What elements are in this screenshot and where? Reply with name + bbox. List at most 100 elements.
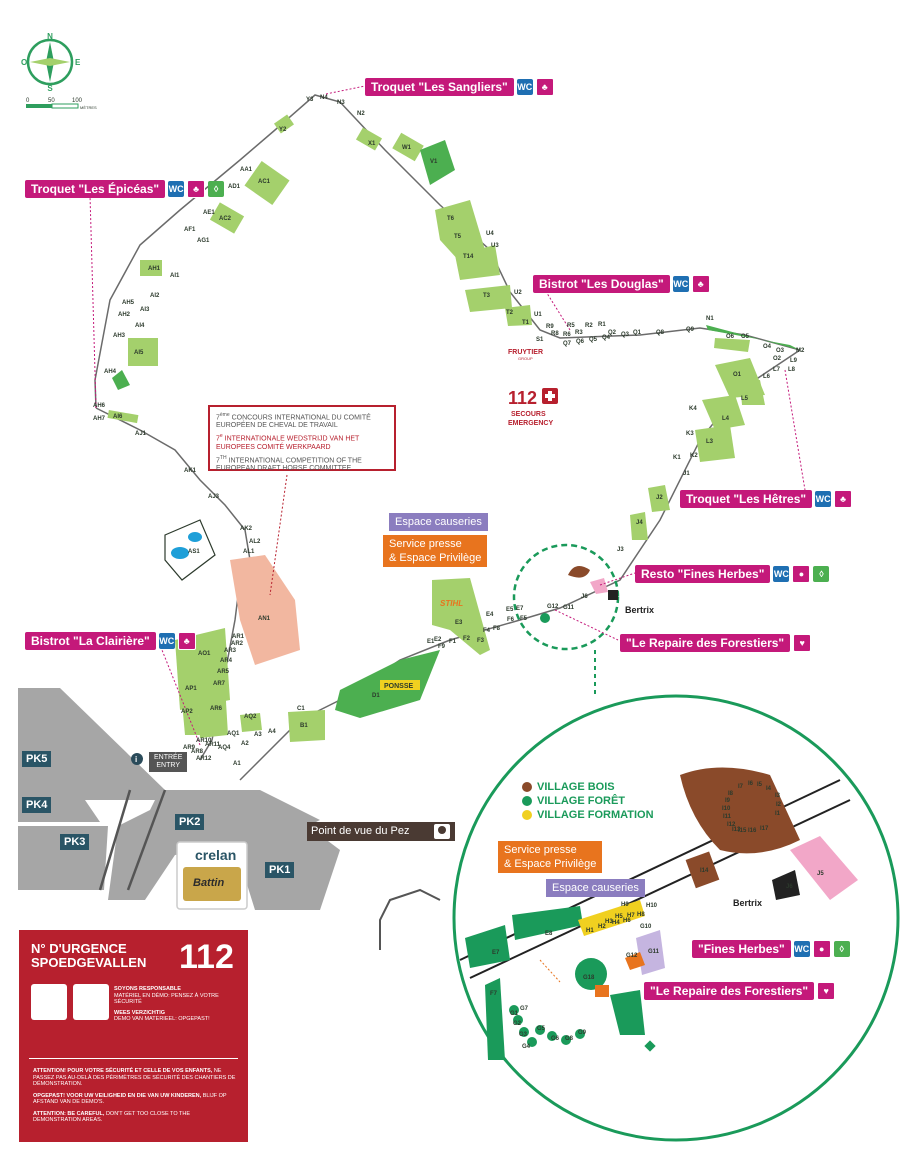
- plot-label: F9: [438, 644, 446, 650]
- info-icon: [131, 753, 143, 765]
- venue-epiceas[interactable]: Troquet "Les Épicéas"WC♣◊: [25, 180, 225, 199]
- plot-label: A3: [254, 732, 262, 738]
- leaf-icon: ◊: [813, 566, 830, 582]
- inset-legend: VILLAGE BOIS VILLAGE FORÊT VILLAGE FORMA…: [537, 780, 654, 822]
- espace-causeries-label[interactable]: Espace causeries: [389, 513, 488, 531]
- venue-clairiere-label: Bistrot "La Clairière": [25, 632, 156, 651]
- leaf-icon: ◊: [208, 181, 225, 197]
- secours-line2: EMERGENCY: [508, 420, 553, 427]
- venue-douglas-label: Bistrot "Les Douglas": [533, 275, 670, 294]
- inset-plot-label: H6: [623, 918, 631, 924]
- inset-plot-label: H8: [637, 912, 645, 918]
- village-cluster: [512, 543, 620, 651]
- plot-label: O6: [726, 334, 735, 340]
- viewpoint-pin: [307, 822, 455, 841]
- inset-plot-label: I8: [728, 791, 734, 797]
- inset-plot-label: G18: [583, 975, 595, 981]
- wc-icon: WC: [773, 566, 790, 582]
- emergency-fr-text: MATÉRIEL EN DÉMO: PENSEZ À VOTRE SÉCURIT…: [114, 992, 219, 1006]
- plot-label: K1: [673, 455, 681, 461]
- venue-sangliers-label: Troquet "Les Sangliers": [365, 78, 514, 97]
- entry-line2: ENTRY: [156, 762, 180, 769]
- plot-label: AO1: [198, 651, 211, 657]
- point-de-vue-label: Point de vue du Pez: [311, 825, 410, 837]
- plot-label: U2: [514, 290, 522, 296]
- plot-label: AR10: [196, 738, 212, 744]
- pond: [164, 519, 216, 581]
- warning1-bold: ATTENTION! POUR VOTRE SÉCURITÉ ET CELLE …: [33, 1068, 213, 1074]
- inset-service-presse[interactable]: Service presse & Espace Privilège: [498, 841, 603, 873]
- plot-label: J4: [636, 520, 643, 526]
- plot-label: B1: [300, 723, 308, 729]
- plot-label: AR1: [232, 634, 245, 640]
- inset-plot-label: G9: [578, 1030, 587, 1036]
- inset-service-presse-line1: Service presse: [504, 844, 577, 856]
- warning2-text: BLIJF OP AFSTAND VAN DE DEMO'S.: [33, 1092, 227, 1106]
- fruytier-logo: FRUYTIER: [508, 349, 543, 356]
- plot-label: L3: [706, 439, 714, 445]
- inset-plot-label: I14: [700, 868, 709, 874]
- scale-bar: 0 50 100 MÈTRES: [26, 98, 97, 110]
- venue-hetres[interactable]: Troquet "Les Hêtres"WC♣: [680, 490, 853, 509]
- inset-legend-dots: [522, 782, 532, 820]
- warning1-text: NE PASSEZ PAS AU-DELÀ DES PÉRIMÈTRES DE …: [33, 1068, 236, 1087]
- plot-label: AR6: [210, 706, 223, 712]
- inset-plot-label: H3: [605, 919, 613, 925]
- emergency-nl-text: DEMO VAN MATERIEEL: OPGEPAST!: [114, 1016, 210, 1022]
- plot-label: AN1: [258, 616, 271, 622]
- plot-label: L4: [722, 416, 730, 422]
- service-presse-label[interactable]: Service presse & Espace Privilège: [383, 535, 488, 567]
- compass-south: S: [47, 84, 53, 93]
- legend-village-foret: VILLAGE FORÊT: [537, 795, 625, 807]
- inset-plot-label: G10: [640, 924, 652, 930]
- an1-area: [230, 555, 300, 665]
- plot-label: E1: [427, 639, 435, 645]
- service-presse-line1: Service presse: [389, 538, 462, 550]
- plot-label: AG1: [197, 238, 210, 244]
- venue-fines-herbes[interactable]: Resto "Fines Herbes"WC●◊: [635, 565, 830, 584]
- plot-label: J6: [581, 594, 588, 600]
- inset-plot-label: G8: [565, 1036, 574, 1042]
- inset-fines-herbes[interactable]: "Fines Herbes"WC●◊: [692, 940, 850, 959]
- inset-service-presse-line2: & Espace Privilège: [504, 858, 597, 870]
- venue-sangliers[interactable]: Troquet "Les Sangliers"WC♣: [365, 78, 554, 97]
- plot-label: R9: [546, 324, 554, 330]
- plot-label: Q4: [602, 335, 611, 341]
- inset-plot-label: H10: [646, 903, 658, 909]
- plot-label: AK2: [240, 526, 253, 532]
- plot-label: R2: [585, 323, 593, 329]
- plot-label: AL1: [243, 549, 255, 555]
- compass-north: N: [47, 32, 53, 41]
- plot-label: N2: [357, 111, 365, 117]
- plot-label: Q1: [633, 330, 642, 336]
- plot-label: AH5: [122, 300, 135, 306]
- plot-label: C1: [297, 706, 305, 712]
- plot-label: J3: [617, 547, 624, 553]
- venue-repaire-label: "Le Repaire des Forestiers": [620, 634, 791, 653]
- inset-plot-label: H9: [621, 902, 629, 908]
- inset-repaire[interactable]: "Le Repaire des Forestiers"♥: [644, 982, 836, 1001]
- inset-espace-causeries[interactable]: Espace causeries: [546, 879, 645, 897]
- secours-marker: 112 SECOURS EMERGENCY: [508, 388, 558, 427]
- inset-fines-herbes-label: "Fines Herbes": [692, 940, 791, 959]
- compass-west: O: [21, 58, 27, 67]
- parking-pk4: PK4: [22, 797, 52, 813]
- competition-nl: 7e INTERNATIONALE WEDSTRIJD VAN HET EURO…: [216, 433, 360, 451]
- plot-label: AI6: [113, 414, 123, 420]
- venue-repaire[interactable]: "Le Repaire des Forestiers"♥: [620, 634, 812, 653]
- plot-label: U1: [534, 312, 542, 318]
- wc-icon: WC: [815, 491, 832, 507]
- venue-clairiere[interactable]: Bistrot "La Clairière"WC♣: [25, 632, 196, 651]
- plot-label: E2: [434, 637, 442, 643]
- plot-label: U3: [491, 243, 499, 249]
- plot-label: AK1: [184, 468, 197, 474]
- food-icon: ●: [792, 565, 811, 583]
- plot-label: AE1: [203, 210, 215, 216]
- venue-douglas[interactable]: Bistrot "Les Douglas"WC♣: [533, 275, 710, 294]
- wine-icon: ♥: [793, 634, 812, 652]
- plot-label: AQ2: [244, 714, 257, 720]
- emergency-warnings: ATTENTION! POUR VOTRE SÉCURITÉ ET CELLE …: [33, 1068, 238, 1124]
- plot-label: R1: [598, 322, 606, 328]
- secours-number: 112: [508, 388, 537, 408]
- inset-plot-label: H4: [612, 920, 620, 926]
